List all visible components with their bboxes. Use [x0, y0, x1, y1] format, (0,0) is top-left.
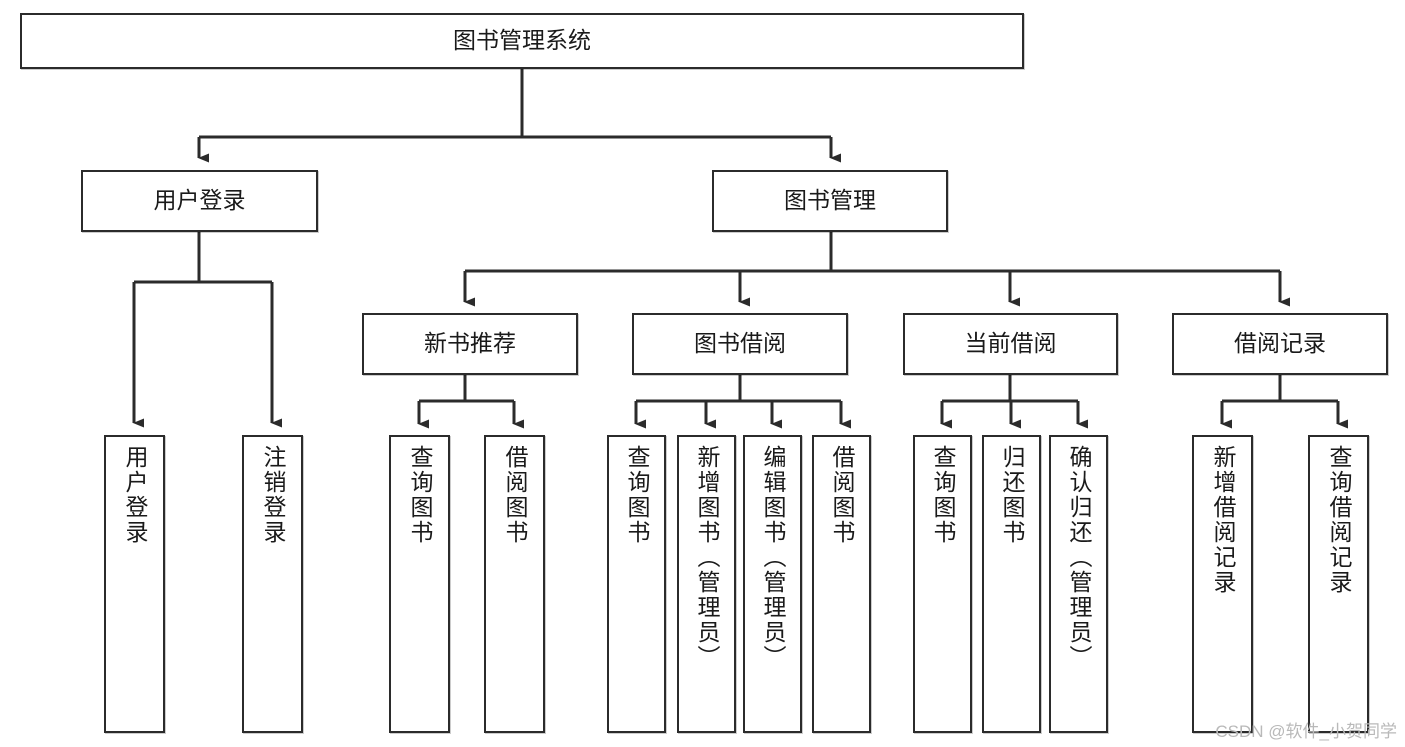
csdn-watermark: CSDN @软件_小贺同学 [1215, 722, 1397, 741]
node-current-borrow-label: 当前借阅 [964, 330, 1057, 357]
node-user-login-label: 用户登录 [153, 187, 246, 214]
node-leaf-return-book[interactable]: 归还图书 [982, 435, 1041, 733]
node-root-system-label: 图书管理系统 [453, 27, 591, 54]
node-leaf-user-logout-label: 注销登录 [260, 445, 286, 545]
node-user-login[interactable]: 用户登录 [81, 170, 318, 232]
node-new-book-recommend-label: 新书推荐 [424, 330, 516, 357]
node-leaf-query-borrow-record-label: 查询借阅记录 [1326, 445, 1352, 595]
node-new-book-recommend[interactable]: 新书推荐 [362, 313, 578, 375]
node-leaf-user-login[interactable]: 用户登录 [104, 435, 165, 733]
node-root-system[interactable]: 图书管理系统 [20, 13, 1024, 69]
node-leaf-user-logout[interactable]: 注销登录 [242, 435, 303, 733]
node-book-borrow[interactable]: 图书借阅 [632, 313, 848, 375]
node-book-manage[interactable]: 图书管理 [712, 170, 948, 232]
node-book-manage-label: 图书管理 [784, 187, 876, 214]
node-leaf-add-book[interactable]: 新增图书（管理员） [677, 435, 736, 733]
node-leaf-query-borrow-record[interactable]: 查询借阅记录 [1308, 435, 1369, 733]
node-leaf-borrow-book-2[interactable]: 借阅图书 [812, 435, 871, 733]
node-leaf-query-book-2[interactable]: 查询图书 [607, 435, 666, 733]
node-borrow-record-label: 借阅记录 [1234, 330, 1326, 357]
node-leaf-edit-book[interactable]: 编辑图书（管理员） [743, 435, 802, 733]
node-leaf-add-book-label: 新增图书（管理员） [694, 445, 720, 670]
node-book-borrow-label: 图书借阅 [694, 330, 786, 357]
node-leaf-query-book-1-label: 查询图书 [407, 445, 433, 545]
node-leaf-query-book-3[interactable]: 查询图书 [913, 435, 972, 733]
node-leaf-edit-book-label: 编辑图书（管理员） [760, 445, 786, 670]
node-leaf-query-book-3-label: 查询图书 [930, 445, 956, 545]
node-leaf-user-login-label: 用户登录 [122, 445, 148, 545]
node-current-borrow[interactable]: 当前借阅 [903, 313, 1118, 375]
node-leaf-add-borrow-record[interactable]: 新增借阅记录 [1192, 435, 1253, 733]
node-leaf-return-book-label: 归还图书 [999, 445, 1025, 545]
node-leaf-confirm-return[interactable]: 确认归还（管理员） [1049, 435, 1108, 733]
node-leaf-query-book-2-label: 查询图书 [624, 445, 650, 545]
node-leaf-add-borrow-record-label: 新增借阅记录 [1210, 445, 1236, 595]
node-leaf-borrow-book-1[interactable]: 借阅图书 [484, 435, 545, 733]
node-borrow-record[interactable]: 借阅记录 [1172, 313, 1388, 375]
node-leaf-borrow-book-2-label: 借阅图书 [829, 445, 855, 545]
node-leaf-borrow-book-1-label: 借阅图书 [502, 445, 528, 545]
node-leaf-query-book-1[interactable]: 查询图书 [389, 435, 450, 733]
node-leaf-confirm-return-label: 确认归还（管理员） [1066, 445, 1092, 670]
